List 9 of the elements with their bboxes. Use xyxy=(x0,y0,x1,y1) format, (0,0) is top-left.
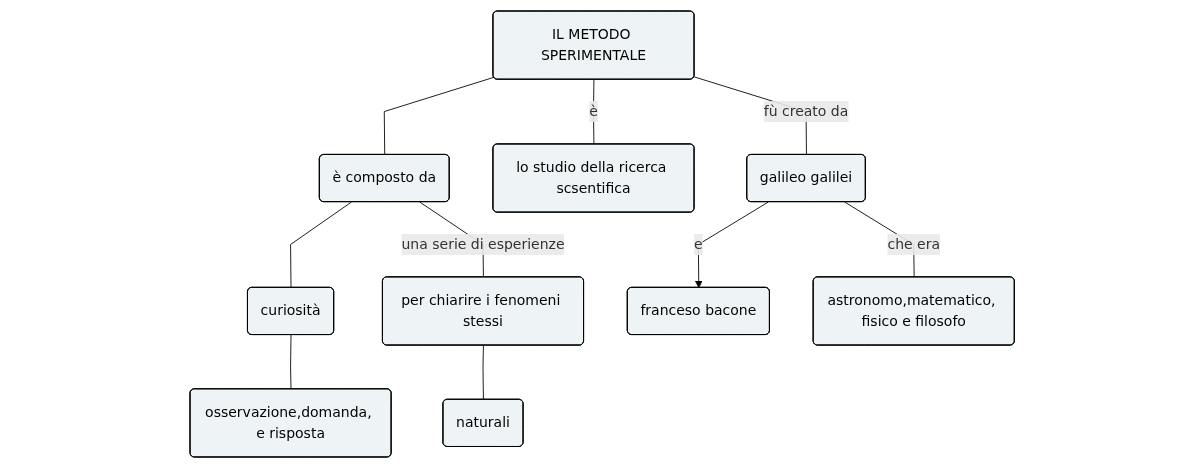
edge-label: che era xyxy=(887,235,940,252)
connector xyxy=(289,334,292,390)
connector xyxy=(482,344,484,400)
edge-label: è xyxy=(589,102,598,119)
connector xyxy=(383,76,495,155)
connector xyxy=(289,201,352,288)
edge-label: una serie di esperienze xyxy=(401,235,565,252)
edge-label: fù creato da xyxy=(763,102,849,119)
edge-label: e xyxy=(693,235,703,252)
